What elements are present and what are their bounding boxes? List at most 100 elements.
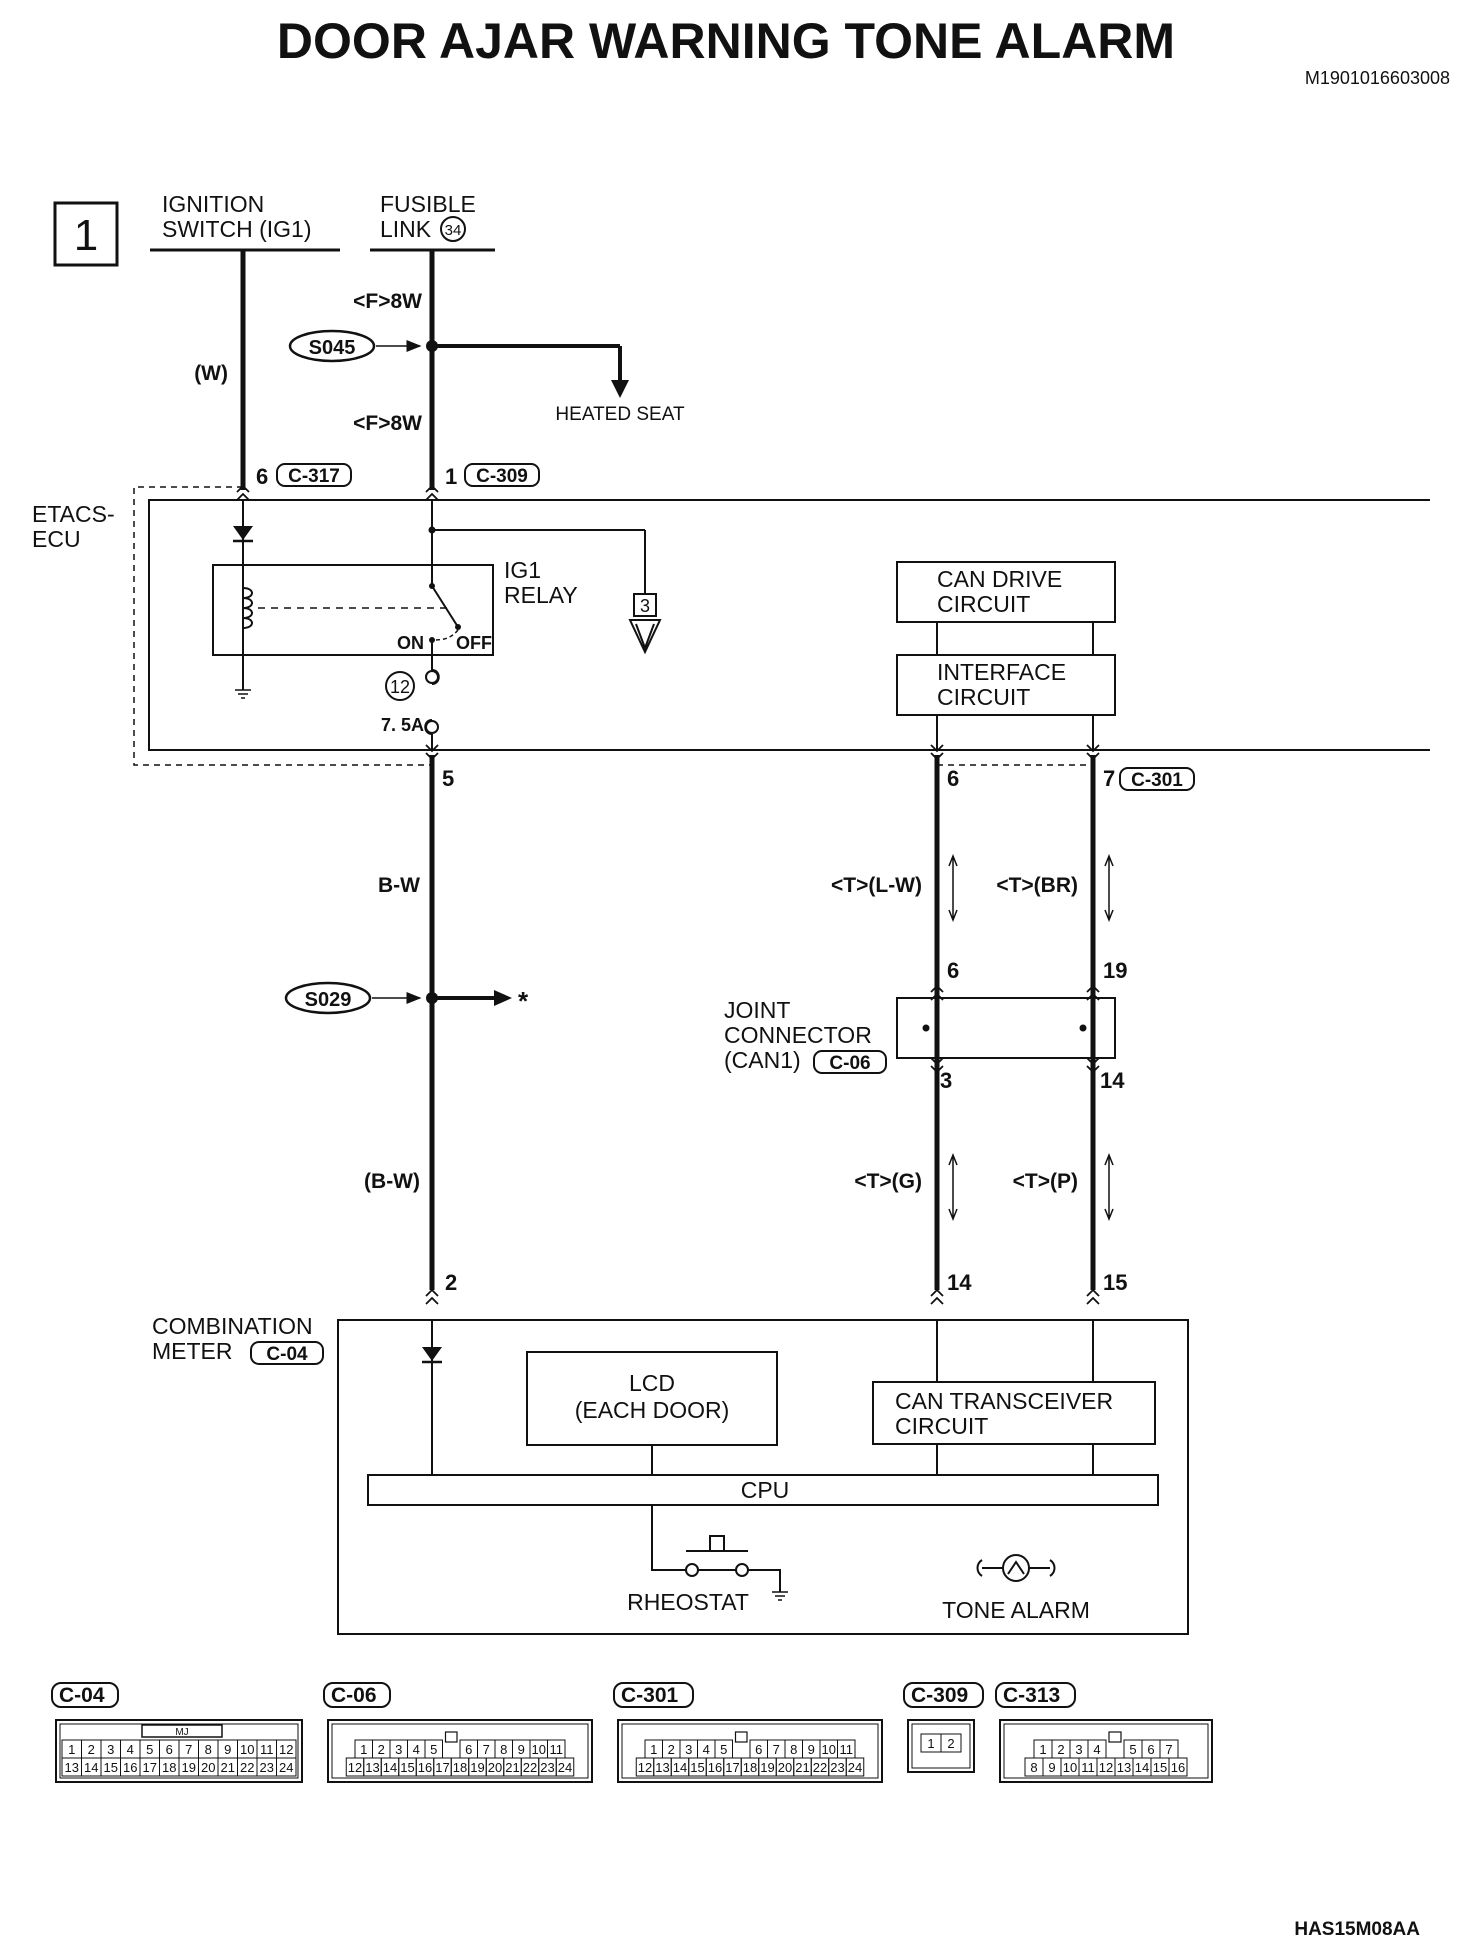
splice-s029: S029 <box>284 981 422 1015</box>
connector-pin: 11 <box>550 1742 564 1757</box>
wire-g: <T>(G) <box>854 1170 922 1193</box>
connector-pin: 21 <box>795 1760 809 1775</box>
connector-pin: 2 <box>947 1736 954 1751</box>
connector-pin: 3 <box>395 1742 402 1757</box>
svg-text:SWITCH (IG1): SWITCH (IG1) <box>162 216 312 242</box>
connector-pin: 4 <box>413 1742 420 1757</box>
svg-text:34: 34 <box>445 222 462 239</box>
connector-pin: 7 <box>185 1742 192 1757</box>
svg-text:S029: S029 <box>305 989 352 1011</box>
heated-seat-label: HEATED SEAT <box>555 404 685 425</box>
can-drive-box <box>896 561 1116 623</box>
connector-pin: 1 <box>650 1742 657 1757</box>
connector-pin: 22 <box>240 1760 254 1775</box>
connector-pin: 14 <box>84 1760 98 1775</box>
etacs-box <box>148 499 1430 751</box>
connector-label-c301: C-301 <box>1119 767 1195 791</box>
connector-body <box>55 1719 303 1783</box>
connector-pin: 6 <box>166 1742 173 1757</box>
connector-tag <box>323 1682 391 1708</box>
wire-bw: B-W <box>378 874 420 897</box>
connector-tag-label: C-301 <box>621 1684 679 1707</box>
svg-text:C-301: C-301 <box>1131 770 1183 791</box>
connector-pin: 24 <box>558 1760 572 1775</box>
connector-pin: 3 <box>107 1742 114 1757</box>
rheostat-switch-icon <box>651 1505 781 1592</box>
fuse-rating: 7. 5A <box>381 715 424 735</box>
document-code: M1901016603008 <box>1305 68 1450 88</box>
connector-label-c309: C-309 <box>464 463 540 487</box>
can-drive-label-2: CIRCUIT <box>937 591 1030 617</box>
pin-meter-pwr: 2 <box>445 1270 457 1295</box>
ig1-relay-label-1: IG1 <box>504 557 541 583</box>
connector-pin: 1 <box>927 1736 934 1751</box>
connector-pin: 20 <box>488 1760 502 1775</box>
pin-joint-out-h: 3 <box>940 1068 952 1093</box>
wire-lw: <T>(L-W) <box>831 874 922 897</box>
pin-etacs-out: 5 <box>442 766 454 791</box>
connector-pin: 17 <box>725 1760 739 1775</box>
connector-tag-label: C-309 <box>911 1684 968 1707</box>
connector-pin: 6 <box>1147 1742 1154 1757</box>
pin-can-h-out: 6 <box>947 766 959 791</box>
connector-pin: 7 <box>483 1742 490 1757</box>
connector-body <box>327 1719 593 1783</box>
connector-pin: 18 <box>162 1760 176 1775</box>
page-marker-box <box>53 201 119 267</box>
joint-label-2: CONNECTOR <box>724 1022 872 1048</box>
connector-pin: 8 <box>500 1742 507 1757</box>
connector-pin: 1 <box>68 1742 75 1757</box>
joint-connector-box <box>896 997 1116 1059</box>
ig1-relay-box <box>212 564 494 656</box>
meter-label-2: METER <box>152 1338 233 1364</box>
connector-pin: 10 <box>1063 1760 1077 1775</box>
connector-pin: 9 <box>224 1742 231 1757</box>
connector-label-c04: C-04 <box>250 1341 324 1365</box>
connector-pin: 4 <box>1093 1742 1100 1757</box>
connector-pin: 4 <box>127 1742 134 1757</box>
relay-coil-icon <box>242 587 253 629</box>
connector-pin: 16 <box>418 1760 432 1775</box>
svg-text:LINK: LINK <box>380 216 432 242</box>
connector-body <box>617 1719 883 1783</box>
ref-box <box>633 593 657 617</box>
wire-p: <T>(P) <box>1013 1170 1078 1193</box>
connector-pin: 6 <box>465 1742 472 1757</box>
fuse-number: 12 <box>390 677 410 697</box>
transceiver-label-2: CIRCUIT <box>895 1413 988 1439</box>
connector-pin: 9 <box>1048 1760 1055 1775</box>
connector-pin: 22 <box>813 1760 827 1775</box>
can-transceiver-box <box>872 1381 1156 1445</box>
connector-pin: 9 <box>808 1742 815 1757</box>
connector-pin: 11 <box>1081 1760 1095 1775</box>
cpu-box <box>367 1474 1159 1506</box>
joint-label-1: JOINT <box>724 997 790 1023</box>
wire-f8w-mid: <F>8W <box>353 412 422 435</box>
connector-pin: 21 <box>221 1760 235 1775</box>
heated-seat-arrow <box>611 380 629 398</box>
pin-joint-in-l: 19 <box>1103 958 1127 983</box>
connector-pin: 21 <box>505 1760 519 1775</box>
connector-pin: 12 <box>348 1760 362 1775</box>
wire-f8w-top: <F>8W <box>353 290 422 313</box>
connector-pin: 14 <box>383 1760 397 1775</box>
connector-pin: 19 <box>760 1760 774 1775</box>
connector-pin: 16 <box>123 1760 137 1775</box>
connector-pin: 14 <box>673 1760 687 1775</box>
fusible-link-label: FUSIBLE LINK 34 <box>370 191 495 252</box>
connector-pin: 13 <box>1117 1760 1131 1775</box>
connector-pin: 2 <box>1057 1742 1064 1757</box>
connector-pin: 15 <box>104 1760 118 1775</box>
etacs-label-1: ETACS- <box>32 501 115 527</box>
connector-pin: 4 <box>703 1742 710 1757</box>
connector-pin: 24 <box>848 1760 862 1775</box>
asterisk-label: * <box>518 986 529 1016</box>
connector-pin: 23 <box>260 1760 274 1775</box>
connector-pin: 18 <box>743 1760 757 1775</box>
etacs-dashed-outline <box>133 486 432 766</box>
connector-pin: 20 <box>778 1760 792 1775</box>
connector-tag-label: C-313 <box>1003 1684 1060 1707</box>
ground-icon <box>235 689 251 699</box>
connector-pin: 1 <box>1039 1742 1046 1757</box>
